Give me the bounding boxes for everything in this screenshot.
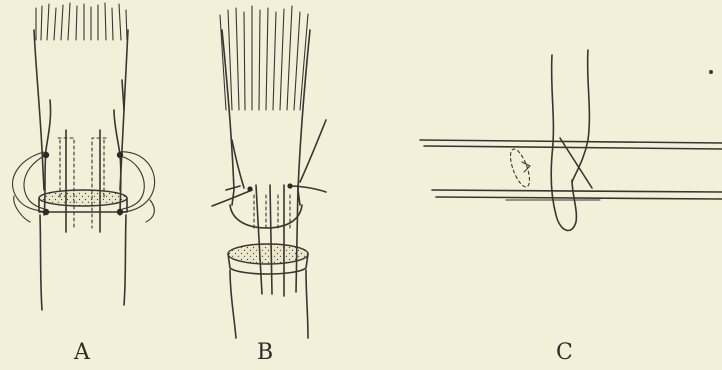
- panel-b-drawing: [212, 6, 326, 338]
- panel-c-opening: [507, 147, 534, 189]
- panel-a-stippled-cuff: [39, 190, 127, 206]
- panel-a-bristles: [36, 3, 127, 40]
- panel-b-sutures: [212, 120, 326, 296]
- panel-b-bristles: [220, 6, 308, 110]
- panel-a-lower-vessel: [40, 215, 126, 310]
- panel-c-drawing: [420, 50, 722, 230]
- panel-a-sutures: [44, 80, 124, 232]
- panel-a-label: A: [74, 340, 90, 365]
- panel-c-needle-mark: [522, 162, 530, 172]
- panel-c-speck: [709, 70, 713, 74]
- panel-a-drawing: [13, 3, 155, 310]
- panel-c-vessel: [420, 138, 722, 199]
- panel-c-label: C: [556, 340, 573, 365]
- panel-b-label: B: [257, 340, 273, 365]
- panel-c-sutures: [551, 50, 589, 230]
